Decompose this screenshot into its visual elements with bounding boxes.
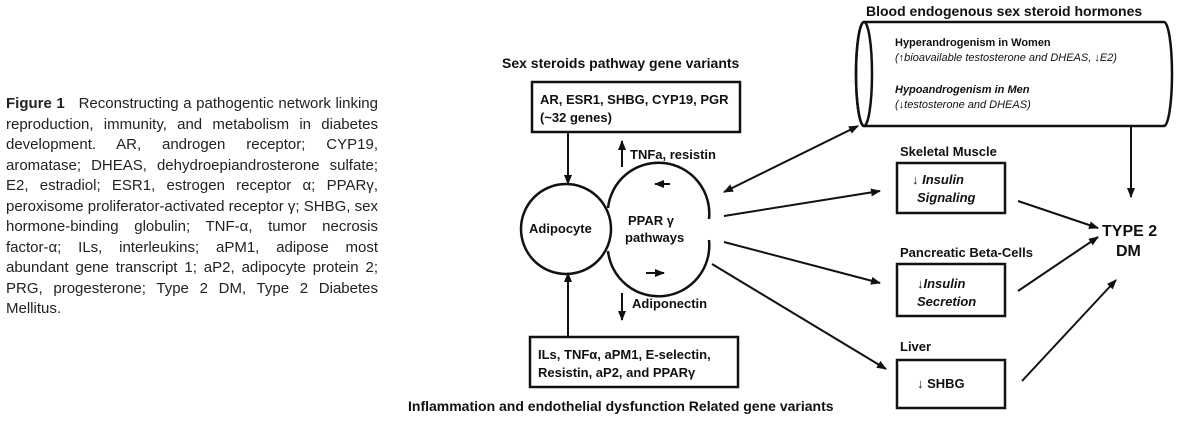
arrow-ppar-liver — [711, 263, 887, 370]
hyperandrogenism-women: Hyperandrogenism in Women — [895, 37, 1051, 49]
sex-steroids-count: (~32 genes) — [540, 110, 612, 125]
inflammation-genes-line1: ILs, TNFα, aPM1, E-selectin, — [538, 347, 711, 362]
arrow-ppar-skeletal — [723, 188, 881, 217]
hypoandrogenism-detail: (↓testosterone and DHEAS) — [895, 99, 1031, 111]
ppar-circle-bottom-arc — [606, 239, 711, 298]
skeletal-muscle-title: Skeletal Muscle — [900, 144, 997, 159]
arrow-pancreatic-to-dm — [1017, 236, 1099, 292]
arrow-liver-to-dm — [1021, 279, 1117, 382]
skeletal-effect-line2: Signaling — [917, 190, 976, 205]
ppar-label-line2: pathways — [625, 230, 684, 245]
arrow-ppar-blood — [723, 125, 859, 193]
adiponectin-label: Adiponectin — [632, 296, 707, 311]
sex-steroids-box — [530, 80, 742, 134]
tnf-resistin-label: TNFa, resistin — [630, 147, 716, 162]
skeletal-effect-line1: ↓ Insulin — [912, 172, 964, 187]
arrow-ppar-pancreatic — [723, 241, 881, 285]
liver-effect: ↓ SHBG — [917, 376, 965, 391]
pancreatic-effect-line1: ↓Insulin — [917, 276, 965, 291]
type2dm-line1: TYPE 2 — [1102, 223, 1157, 240]
hypoandrogenism-men: Hypoandrogenism in Men — [895, 84, 1030, 96]
sex-steroids-genes: AR, ESR1, SHBG, CYP19, PGR — [540, 92, 729, 107]
figure-label: Figure 1 — [6, 95, 65, 112]
blood-cylinder-end — [854, 20, 874, 128]
skeletal-muscle-box — [895, 161, 1007, 215]
pancreatic-box — [895, 262, 1007, 318]
inflammation-genes-line2: Resistin, aP2, and PPARγ — [538, 365, 696, 380]
hyperandrogenism-detail: (↑bioavailable testosterone and DHEAS, ↓… — [895, 52, 1117, 64]
liver-title: Liver — [900, 339, 931, 354]
arrow-skeletal-to-dm — [1017, 200, 1099, 229]
pancreatic-title: Pancreatic Beta-Cells — [900, 245, 1033, 260]
blood-hormones-title: Blood endogenous sex steroid hormones — [866, 3, 1142, 19]
sex-steroids-title: Sex steroids pathway gene variants — [502, 55, 740, 71]
adipocyte-circle — [519, 182, 613, 276]
ppar-circle-top-arc — [606, 161, 711, 220]
figure-caption: Figure 1 Reconstructing a pathogentic ne… — [6, 94, 378, 320]
inflammation-box — [528, 335, 740, 389]
liver-box — [895, 358, 1007, 410]
adipocyte-label: Adipocyte — [529, 221, 592, 236]
type2dm-line2: DM — [1116, 243, 1141, 260]
ppar-label-line1: PPAR γ — [628, 213, 675, 228]
inflammation-title: Inflammation and endothelial dysfunction… — [408, 398, 834, 414]
pancreatic-effect-line2: Secretion — [917, 294, 976, 309]
caption-text: Reconstructing a pathogentic network lin… — [6, 95, 378, 317]
